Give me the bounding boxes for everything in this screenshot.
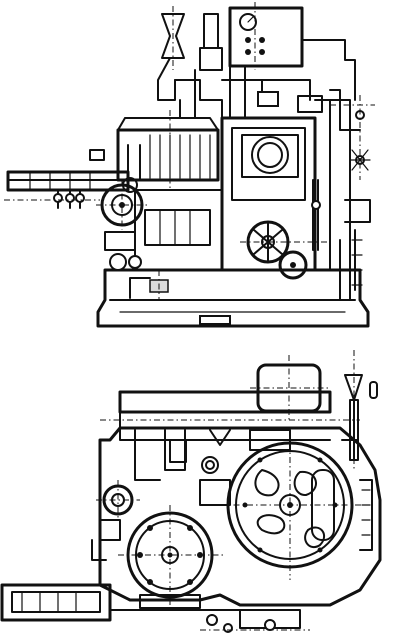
side-slot (311, 469, 373, 551)
sight-gauge (341, 350, 378, 470)
transfer-wheel (96, 177, 150, 230)
bottom-rail (0, 583, 310, 633)
lower-gearbox (104, 189, 223, 300)
turret-plate (118, 505, 225, 609)
plan-view (0, 350, 382, 633)
left-pulley (91, 480, 140, 561)
cam-disc (220, 430, 365, 580)
feed-conveyor (4, 149, 130, 209)
side-elevation-view (4, 2, 375, 328)
handwheel (240, 179, 330, 280)
drive-motor (250, 355, 330, 420)
inspection-window (241, 134, 299, 178)
feed-hopper (157, 6, 223, 119)
main-housing (98, 426, 382, 607)
cover-plate (100, 390, 360, 441)
gauge-panel (228, 2, 356, 119)
piping (179, 69, 375, 180)
